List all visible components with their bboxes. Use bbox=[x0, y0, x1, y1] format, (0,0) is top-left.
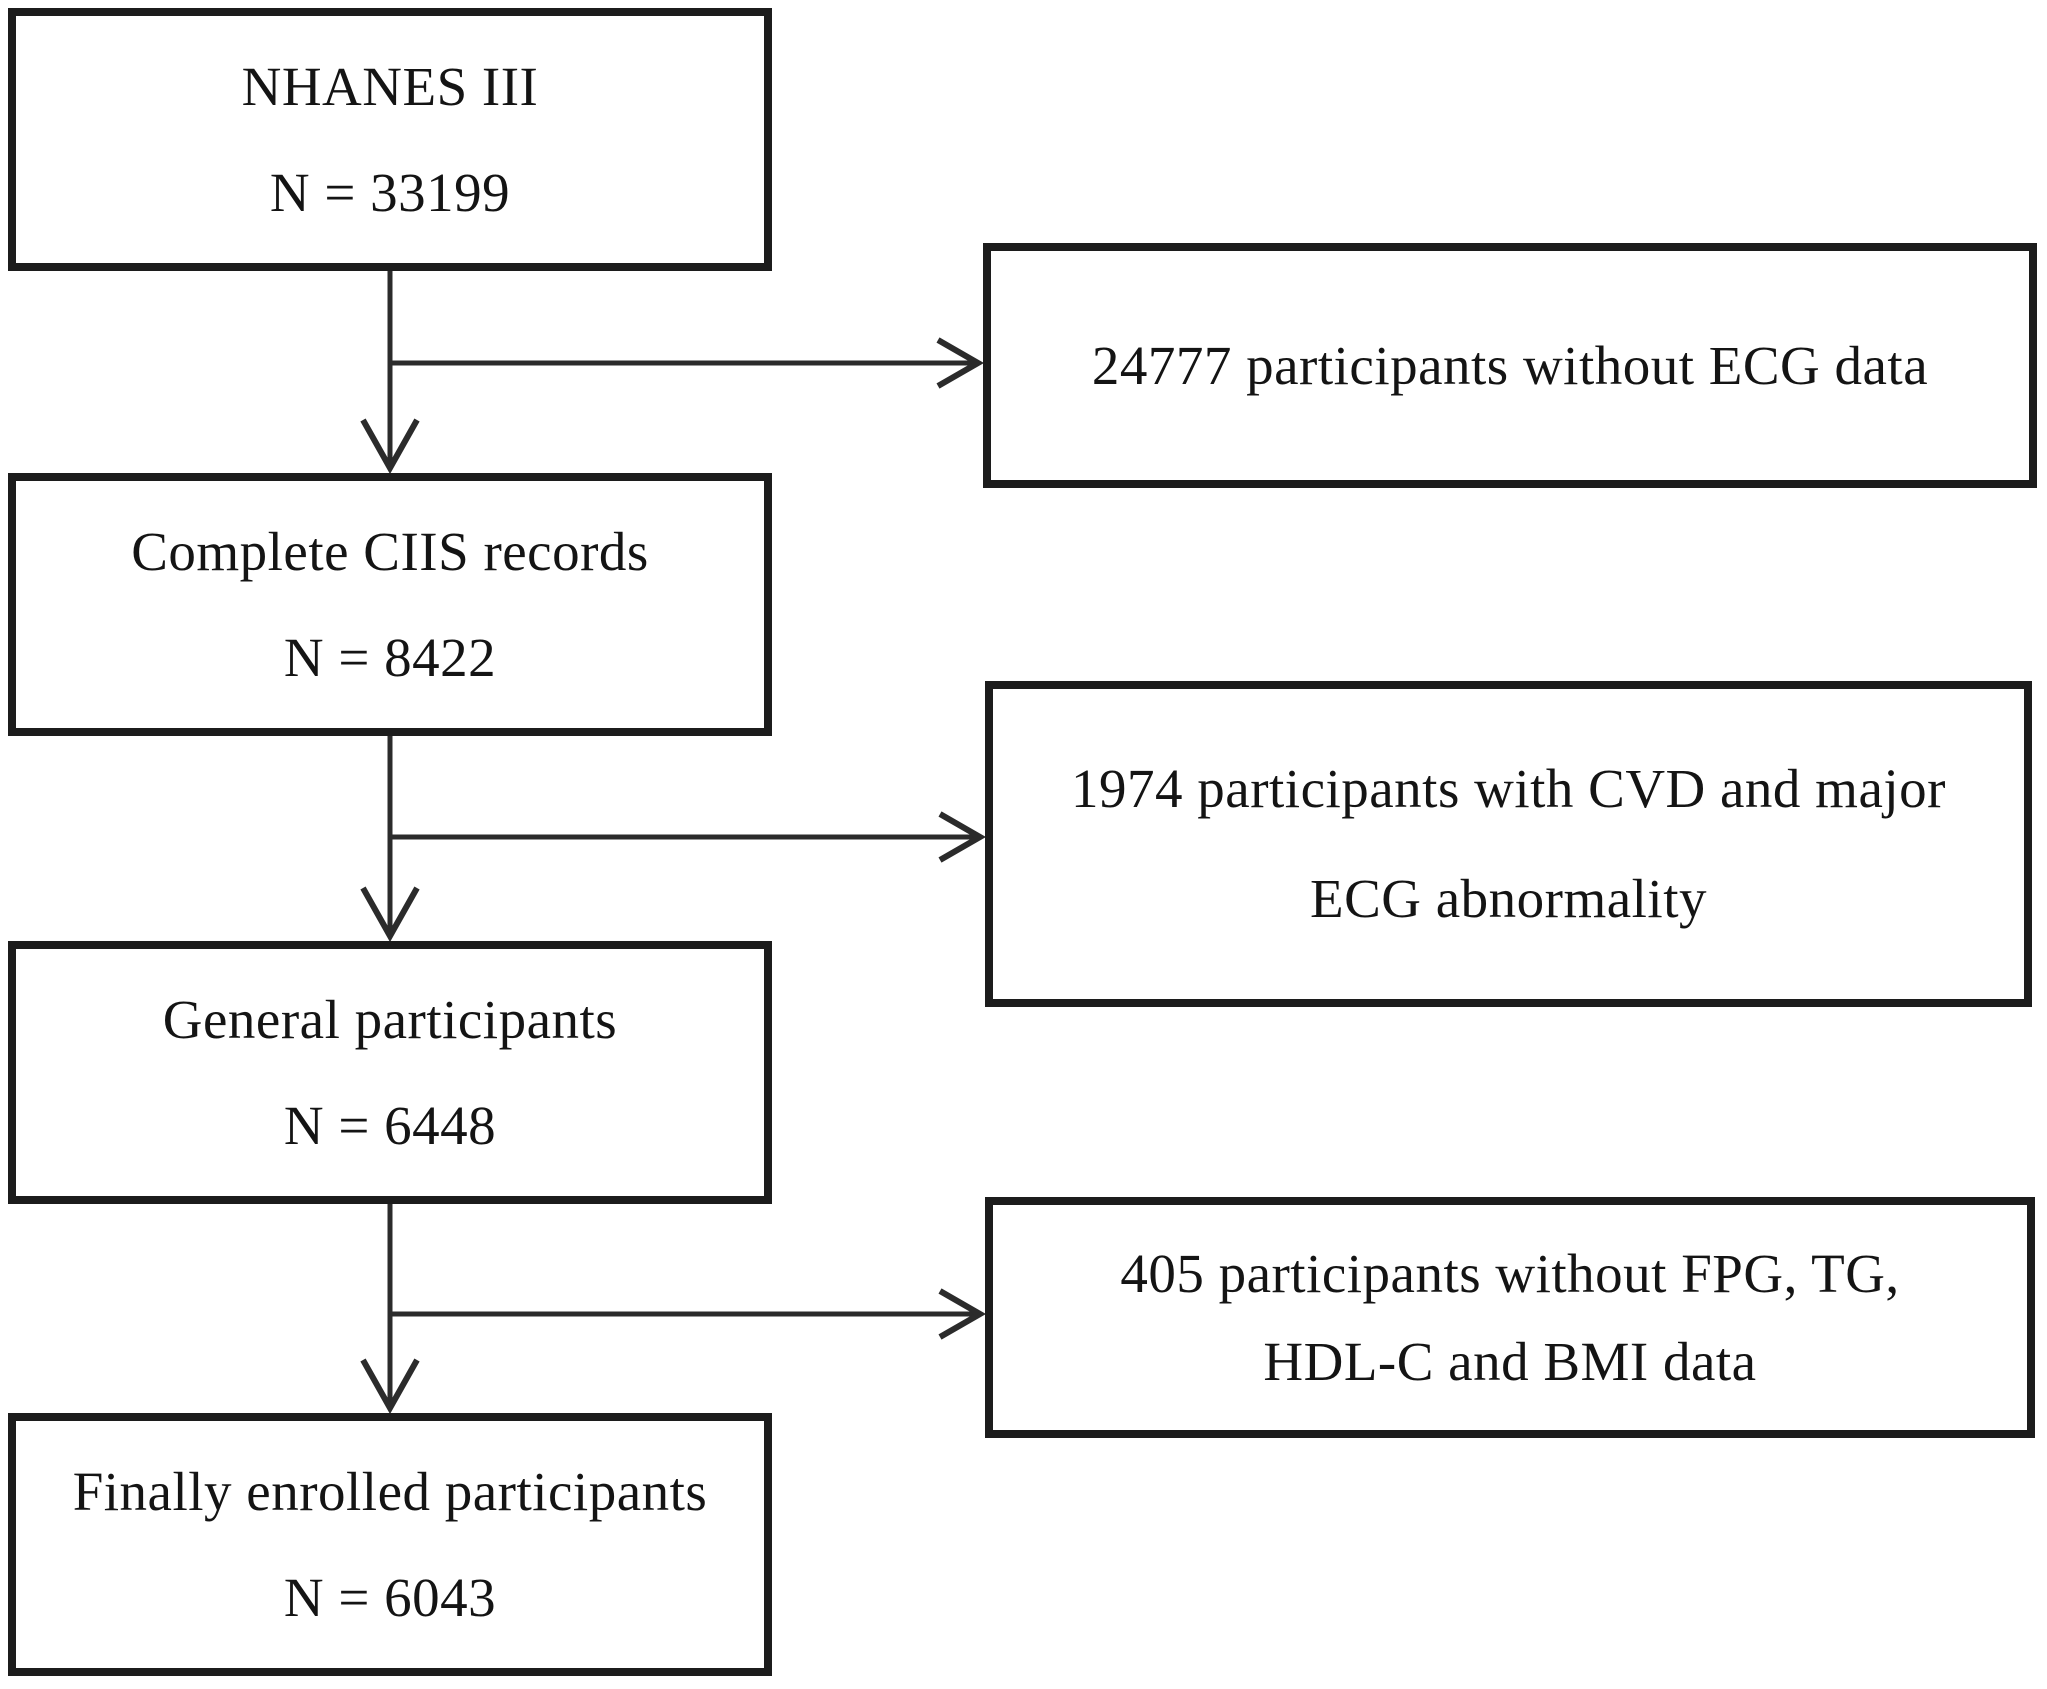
arrow-down-1 bbox=[360, 271, 420, 475]
box-title: General participants bbox=[162, 988, 618, 1050]
arrow-branch-1 bbox=[390, 337, 985, 389]
exclusion-box-no-ecg-data: 24777 participants without ECG data bbox=[983, 243, 2037, 488]
arrow-branch-3 bbox=[390, 1288, 987, 1340]
box-title: NHANES III bbox=[241, 55, 539, 117]
box-count: N = 8422 bbox=[283, 626, 497, 688]
exclusion-text: 1974 participants with CVD and major bbox=[1071, 758, 1946, 819]
arrow-branch-2 bbox=[390, 811, 987, 863]
exclusion-text: HDL-C and BMI data bbox=[1263, 1330, 1757, 1392]
box-count: N = 33199 bbox=[269, 161, 511, 223]
flow-box-general-participants: General participants N = 6448 bbox=[8, 941, 772, 1204]
exclusion-text: 405 participants without FPG, TG, bbox=[1120, 1242, 1900, 1304]
exclusion-box-cvd-ecg-abnormality: 1974 participants with CVD and major ECG… bbox=[985, 681, 2032, 1007]
box-count: N = 6448 bbox=[283, 1094, 497, 1156]
exclusion-text: 24777 participants without ECG data bbox=[1091, 334, 1929, 396]
box-title: Finally enrolled participants bbox=[72, 1460, 708, 1522]
box-title: Complete CIIS records bbox=[131, 520, 649, 582]
flow-box-finally-enrolled: Finally enrolled participants N = 6043 bbox=[8, 1413, 772, 1676]
flow-box-nhanes: NHANES III N = 33199 bbox=[8, 8, 772, 271]
box-count: N = 6043 bbox=[283, 1566, 497, 1628]
exclusion-text: ECG abnormality bbox=[1309, 868, 1707, 929]
arrow-down-3 bbox=[360, 1204, 420, 1415]
flow-box-ciis-records: Complete CIIS records N = 8422 bbox=[8, 473, 772, 736]
exclusion-box-missing-lab-data: 405 participants without FPG, TG, HDL-C … bbox=[985, 1197, 2035, 1438]
